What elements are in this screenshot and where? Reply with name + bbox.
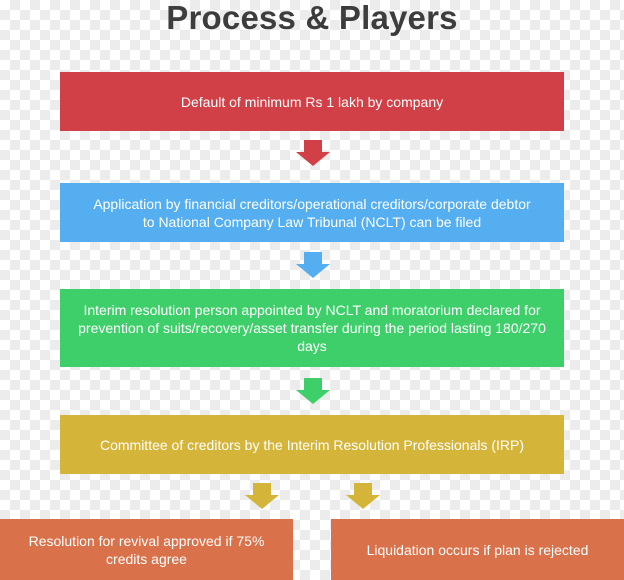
step-committee: Committee of creditors by the Interim Re… xyxy=(60,415,564,474)
step-committee-text: Committee of creditors by the Interim Re… xyxy=(99,436,525,453)
arrow-down-icon xyxy=(296,140,330,166)
arrow-down-icon xyxy=(296,252,330,278)
outcome-liquidation: Liquidation occurs if plan is rejected xyxy=(331,519,624,580)
arrow-down-icon xyxy=(346,483,380,509)
step-default-text: Default of minimum Rs 1 lakh by company xyxy=(180,93,444,110)
step-interim-resolution: Interim resolution person appointed by N… xyxy=(60,289,564,367)
outcome-liquidation-text: Liquidation occurs if plan is rejected xyxy=(366,541,589,558)
diagram-title: Process & Players xyxy=(166,0,458,36)
step-application: Application by financial creditors/opera… xyxy=(60,183,564,242)
arrow-down-icon xyxy=(245,483,279,509)
arrow-down-icon xyxy=(296,378,330,404)
step-default: Default of minimum Rs 1 lakh by company xyxy=(60,72,564,131)
step-application-text: Application by financial creditors/opera… xyxy=(93,195,531,230)
step-interim-resolution-text: Interim resolution person appointed by N… xyxy=(78,302,546,354)
outcome-revival-text: Resolution for revival approved if 75% c… xyxy=(28,532,265,567)
outcome-revival: Resolution for revival approved if 75% c… xyxy=(0,519,293,580)
